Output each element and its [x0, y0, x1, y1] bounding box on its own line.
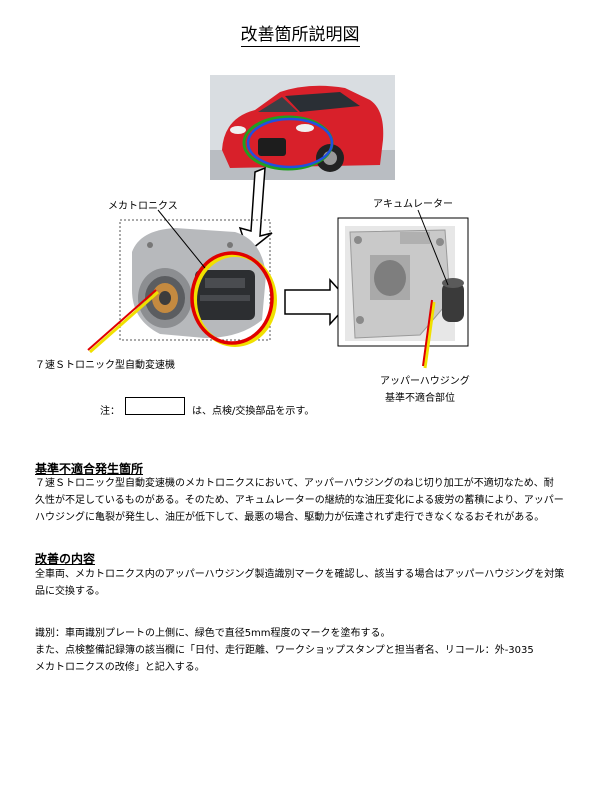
blue-ring — [246, 117, 334, 169]
defect-line: 久性が不足しているものがある。そのため、アキュムレーターの継続的な油圧変化による… — [35, 495, 564, 506]
pointer-arrow-down — [238, 166, 273, 254]
defect-line: ７速Ｓトロニック型自動変速機のメカトロニクスにおいて、アッパーハウジングのねじ切… — [35, 478, 554, 489]
upper-housing-leader-yellow — [423, 301, 436, 369]
transmission-leader-yellow — [89, 290, 159, 354]
identification-line: また、点検整備記録簿の該当欄に「日付、走行距離、ワークショップスタンプと担当者名… — [35, 645, 534, 656]
accumulator-label: アキュムレーター — [373, 199, 453, 210]
identification-line: 識別：車両識別プレートの上側に、緑色で直径5mm程度のマークを塗布する。 — [35, 628, 391, 639]
yellow-ring — [193, 253, 277, 347]
note-prefix: 注： — [100, 406, 120, 417]
upper-housing-photo — [345, 226, 464, 341]
improvement-line: 品に交換する。 — [35, 586, 105, 597]
defect-paragraph: ７速Ｓトロニック型自動変速機のメカトロニクスにおいて、アッパーハウジングのねじ切… — [35, 475, 585, 526]
page-title: 改善箇所説明図 — [0, 20, 600, 47]
recall-diagram — [87, 75, 469, 369]
accumulator-leader — [417, 209, 449, 286]
upper-housing-leader-red — [422, 299, 433, 367]
improvement-heading: 改善の内容 — [35, 552, 96, 566]
improvement-line: 全車両、メカトロニクス内のアッパーハウジング製造識別マークを確認し、該当する場合… — [35, 569, 565, 580]
car-photo — [210, 75, 395, 180]
defect-heading: 基準不適合発生箇所 — [35, 462, 144, 476]
page-title-text: 改善箇所説明図 — [240, 25, 360, 47]
transmission-leader-red — [87, 289, 157, 351]
improvement-paragraph: 全車両、メカトロニクス内のアッパーハウジング製造識別マークを確認し、該当する場合… — [35, 566, 585, 600]
identification-line: メカトロニクスの改修」と記入する。 — [35, 662, 205, 673]
note-text: は、点検/交換部品を示す。 — [192, 406, 315, 417]
upper-housing-label-line2: 基準不適合部位 — [385, 393, 455, 404]
red-ring — [190, 251, 274, 345]
mechatronics-label: メカトロニクス — [108, 201, 178, 212]
transmission-label: ７速Ｓトロニック型自動変速機 — [35, 360, 175, 371]
identification-paragraph: 識別：車両識別プレートの上側に、緑色で直径5mm程度のマークを塗布する。 また、… — [35, 625, 585, 676]
note-legend-box — [125, 397, 185, 415]
mechatronics-leader — [157, 209, 206, 269]
upper-housing-label-line1: アッパーハウジング — [380, 376, 470, 387]
defect-line: ハウジングに亀裂が発生し、油圧が低下して、最悪の場合、駆動力が伝達されず走行でき… — [35, 512, 545, 523]
